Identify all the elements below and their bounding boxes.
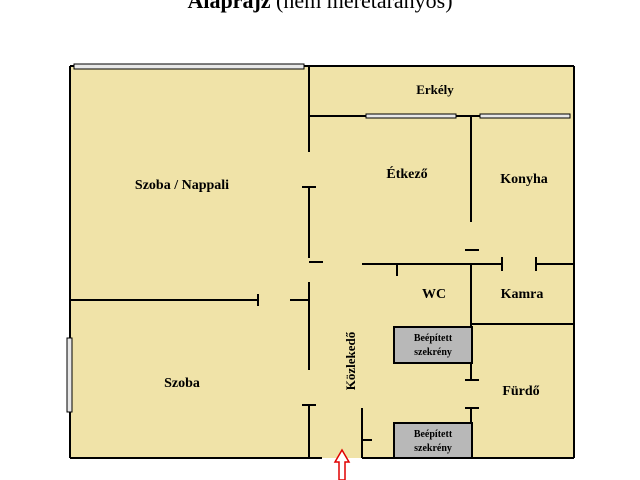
windows <box>66 63 571 413</box>
room-label-furdo: Fürdő <box>502 384 539 399</box>
entrance-arrow-icon <box>333 448 351 480</box>
room-label-szoba: Szoba <box>164 376 200 391</box>
window-erkely-2 <box>479 113 571 119</box>
room-label-wc: WC <box>422 287 446 302</box>
window-erkely-1 <box>365 113 457 119</box>
room-label-etkezo: Étkező <box>386 165 427 182</box>
plan-title: Alaprajz (nem méretarányos) <box>0 0 640 14</box>
title-note: (nem méretarányos) <box>276 0 453 13</box>
window-left <box>66 337 73 413</box>
room-label-kozlekedo: Közlekedő <box>343 331 358 390</box>
wardrobe-1 <box>393 326 473 364</box>
wardrobe-2 <box>393 422 473 459</box>
wardrobe-1-line1: Beépített <box>414 333 453 344</box>
window-top-left <box>73 63 305 70</box>
wardrobe-2-line2: szekrény <box>414 443 452 454</box>
wardrobe-1-line2: szekrény <box>414 347 452 358</box>
room-label-szoba-nappali: Szoba / Nappali <box>135 178 229 193</box>
wardrobe-2-line1: Beépített <box>414 429 453 440</box>
room-label-kamra: Kamra <box>501 287 544 302</box>
room-label-konyha: Konyha <box>500 172 547 187</box>
title-main: Alaprajz <box>187 0 271 13</box>
room-label-erkely: Erkély <box>416 82 454 97</box>
